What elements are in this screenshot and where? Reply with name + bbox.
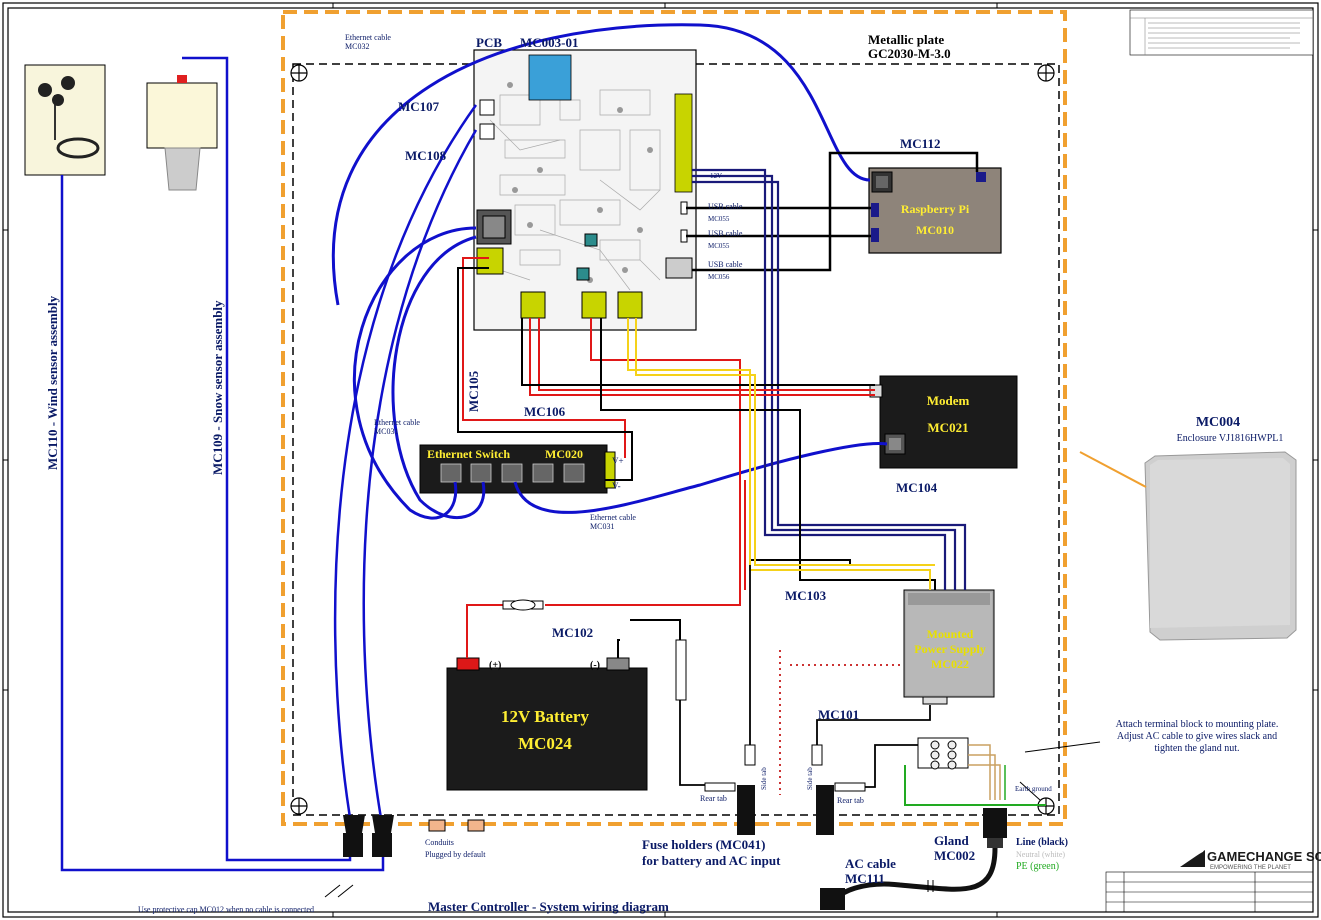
rear-tab-label-1: Rear tab (700, 794, 727, 803)
battery-label-1: 12V Battery (501, 707, 589, 726)
cable-glands (343, 815, 485, 857)
gland (983, 808, 1007, 848)
fuse-label-1: Fuse holders (MC041) (642, 837, 766, 852)
side-tab-label-1: Side tab (760, 767, 768, 790)
raspberry-pi (868, 167, 1002, 254)
pcb-code: MC003-01 (520, 35, 579, 50)
enclosure-box (1079, 451, 1297, 641)
diagram-title: Master Controller - System wiring diagra… (428, 899, 669, 914)
eth-bottom-label-1: Ethernet cable (590, 513, 636, 522)
battery-label-2: MC024 (518, 734, 572, 753)
terminal-note-2: Adjust AC cable to give wires slack and (1117, 731, 1277, 742)
cable-mc101: MC101 (818, 707, 859, 722)
pcb-board (473, 49, 697, 331)
pe-green-label: PE (green) (1016, 861, 1059, 872)
usb1-label-2: MC055 (708, 215, 730, 223)
psu-label-1: Mounted (927, 627, 974, 641)
pcb-12v: 12V (710, 172, 722, 180)
rear-tab-label-2: Rear tab (837, 796, 864, 805)
fuse-holders (502, 599, 866, 835)
logo-name: GAMECHANGE SOLAR (1207, 849, 1321, 864)
side-tab-label-2: Side tab (806, 767, 814, 790)
ac-cable-label-2: MC111 (845, 871, 885, 886)
conduits-label-1: Conduits (425, 838, 454, 847)
psu-label-3: MC022 (931, 657, 969, 671)
eth-left-label-2: MC031 (374, 427, 398, 436)
cable-mc108: MC108 (405, 148, 447, 163)
switch-code: MC020 (545, 447, 583, 461)
cable-mc102: MC102 (552, 625, 593, 640)
conduits-label-2: Plugged by default (425, 850, 486, 859)
cable-mc103: MC103 (785, 588, 827, 603)
usb1-label-1: USB cable (708, 202, 743, 211)
usb2-label-2: MC055 (708, 242, 730, 250)
title-block (1105, 871, 1314, 913)
earth-ground-label: Earth ground (1015, 785, 1052, 793)
terminal-block (917, 737, 969, 770)
eth-bottom-label-2: MC031 (590, 522, 614, 531)
pcb-label: PCB (476, 35, 502, 50)
enclosure-code: MC004 (1196, 415, 1240, 430)
wind-sensor (24, 64, 106, 176)
revision-table (1129, 9, 1314, 56)
modem (869, 375, 1018, 469)
eth-top-label-1: Ethernet cable (345, 33, 391, 42)
enclosure-name: Enclosure VJ1816HWPL1 (1177, 433, 1284, 444)
wind-sensor-label: MC110 - Wind sensor assembly (45, 295, 60, 470)
modem-label-2: MC021 (927, 420, 968, 435)
snow-sensor (146, 75, 218, 191)
raspberry-label-1: Raspberry Pi (901, 202, 970, 216)
switch-label: Ethernet Switch (427, 447, 510, 461)
cable-mc104: MC104 (896, 480, 938, 495)
cable-mc105: MC105 (466, 370, 481, 412)
terminal-note-3: tighten the gland nut. (1155, 743, 1240, 754)
cable-mc106: MC106 (524, 404, 566, 419)
battery-plus: (+) (489, 660, 501, 671)
snow-sensor-label: MC109 - Snow sensor assembly (210, 300, 225, 475)
ac-cable-label-1: AC cable (845, 856, 896, 871)
eth-left-label-1: Ethernet cable (374, 418, 420, 427)
line-black-label: Line (black) (1016, 837, 1068, 848)
gland-label-2: MC002 (934, 848, 975, 863)
ethernet-switch (419, 444, 616, 494)
usb3-label-2: MC056 (708, 273, 730, 281)
raspberry-label-2: MC010 (916, 223, 954, 237)
cable-mc107: MC107 (398, 99, 440, 114)
plate-title-2: GC2030-M-3.0 (868, 46, 951, 61)
modem-label-1: Modem (927, 393, 970, 408)
protective-cap-note: Use protective cap MC012 when no cable i… (138, 905, 314, 914)
logo-mark (1180, 850, 1205, 867)
plate-title-1: Metallic plate (868, 32, 944, 47)
usb3-label-1: USB cable (708, 260, 743, 269)
metallic-plate (281, 10, 1067, 826)
logo-tagline: EMPOWERING THE PLANET (1210, 865, 1291, 871)
gland-label-1: Gland (934, 833, 969, 848)
psu-label-2: Power Supply (914, 642, 985, 656)
switch-vminus: V- (612, 481, 621, 491)
power-supply (903, 589, 995, 705)
switch-vplus: V+ (612, 456, 624, 466)
terminal-note-1: Attach terminal block to mounting plate. (1116, 719, 1279, 730)
fuse-label-2: for battery and AC input (642, 853, 781, 868)
eth-top-label-2: MC032 (345, 42, 369, 51)
cable-mc112: MC112 (900, 136, 940, 151)
usb2-label-1: USB cable (708, 229, 743, 238)
neutral-white-label: Neutral (white) (1016, 850, 1065, 859)
battery-minus: (-) (590, 660, 600, 671)
